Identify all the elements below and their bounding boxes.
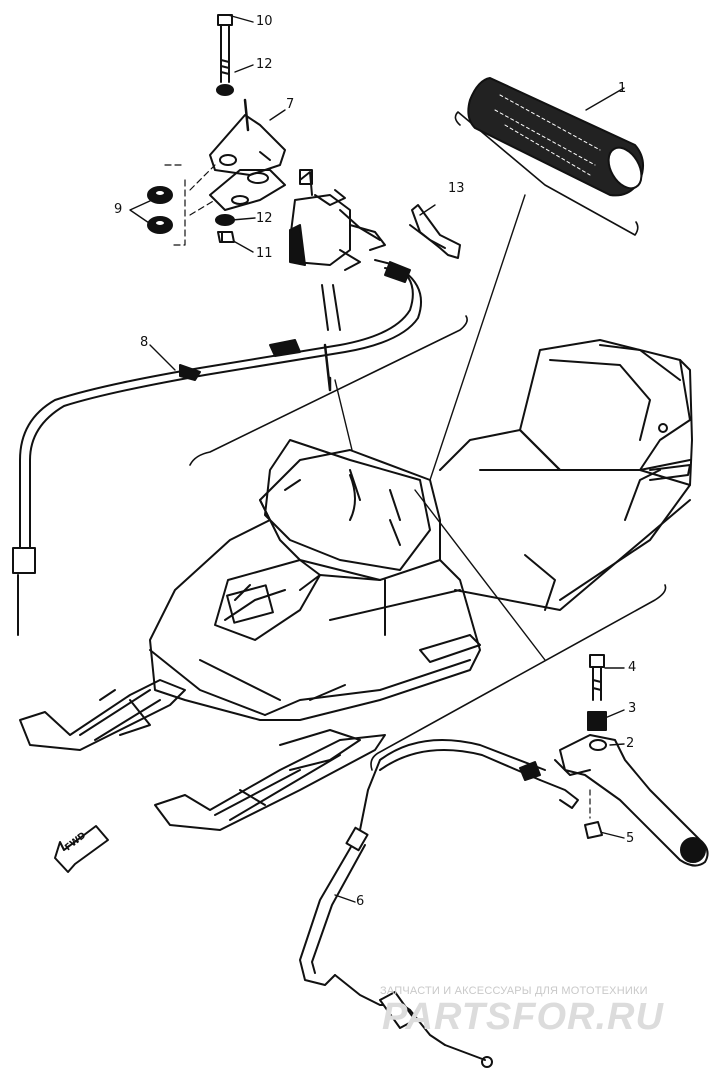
cable-part-8 <box>12 259 422 636</box>
clip-part-13 <box>409 204 461 259</box>
throttle-housing <box>289 169 386 392</box>
callout-11: 11 <box>256 246 273 261</box>
snowmobile-body <box>149 339 693 721</box>
callout-12-top: 12 <box>256 57 273 72</box>
ski-left <box>19 679 186 751</box>
callout-8: 8 <box>140 335 149 350</box>
bracket-assembly <box>147 14 286 246</box>
callout-1: 1 <box>618 81 627 96</box>
callout-10: 10 <box>256 14 273 29</box>
ski-right <box>154 729 386 831</box>
callout-3: 3 <box>628 701 637 716</box>
callout-5: 5 <box>626 831 635 846</box>
callout-4: 4 <box>628 660 637 675</box>
callout-2: 2 <box>626 736 635 751</box>
callout-12-lower: 12 <box>256 211 273 226</box>
watermark-tagline: ЗАПЧАСТИ И АКСЕССУАРЫ ДЛЯ МОТОТЕХНИКИ <box>380 985 648 997</box>
panel-lines <box>189 111 667 771</box>
callout-7: 7 <box>286 97 295 112</box>
callout-13: 13 <box>448 181 465 196</box>
callout-9: 9 <box>114 202 123 217</box>
callout-6: 6 <box>356 894 365 909</box>
grip-part-1 <box>467 77 645 197</box>
cable-part-6 <box>299 739 579 1068</box>
watermark-logo: PARTSFOR.RU <box>382 996 664 1038</box>
brake-lever-assembly <box>554 654 709 867</box>
fwd-arrow-icon <box>54 825 109 873</box>
